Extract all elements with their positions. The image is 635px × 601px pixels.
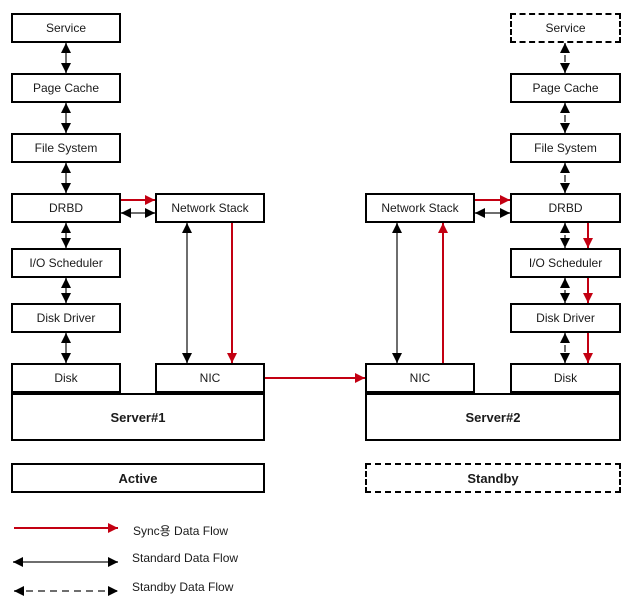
node-network-stack-1: Network Stack (155, 193, 265, 223)
node-disk-driver-1: Disk Driver (11, 303, 121, 333)
node-disk-1: Disk (11, 363, 121, 393)
node-nic-2: NIC (365, 363, 475, 393)
node-server-2: Server#2 (365, 393, 621, 441)
node-io-scheduler-2: I/O Scheduler (510, 248, 621, 278)
node-standby: Standby (365, 463, 621, 493)
node-io-scheduler-1: I/O Scheduler (11, 248, 121, 278)
node-disk-driver-2: Disk Driver (510, 303, 621, 333)
legend-label-standby: Standby Data Flow (132, 580, 234, 594)
node-nic-1: NIC (155, 363, 265, 393)
node-server-1: Server#1 (11, 393, 265, 441)
node-file-system-2: File System (510, 133, 621, 163)
node-drbd-2: DRBD (510, 193, 621, 223)
node-disk-2: Disk (510, 363, 621, 393)
legend-label-standard: Standard Data Flow (132, 551, 239, 565)
node-drbd-1: DRBD (11, 193, 121, 223)
legend-label-sync: Sync용 Data Flow (133, 524, 229, 538)
node-page-cache-1: Page Cache (11, 73, 121, 103)
node-service-1: Service (11, 13, 121, 43)
node-network-stack-2: Network Stack (365, 193, 475, 223)
node-service-2: Service (510, 13, 621, 43)
node-page-cache-2: Page Cache (510, 73, 621, 103)
node-active: Active (11, 463, 265, 493)
node-file-system-1: File System (11, 133, 121, 163)
